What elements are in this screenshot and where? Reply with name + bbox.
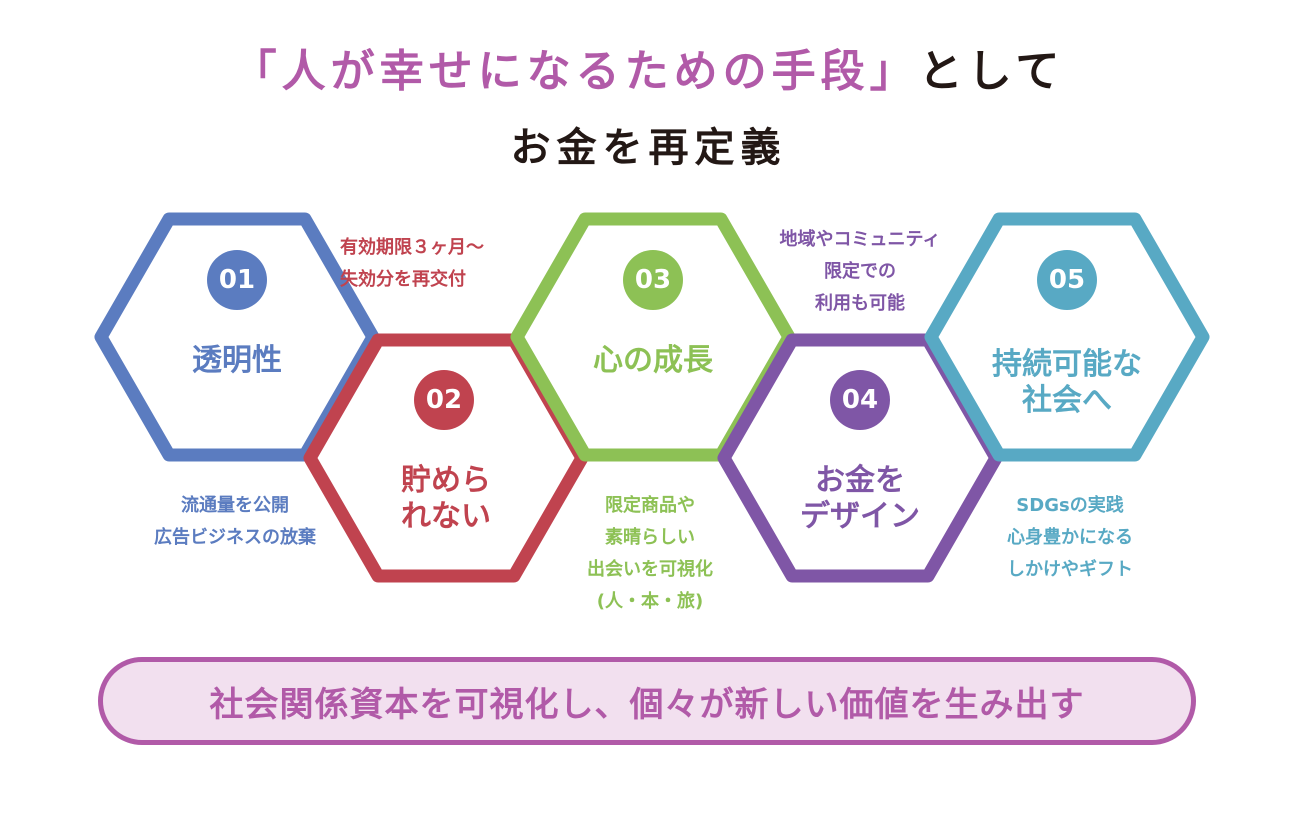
hexagon-04-note-line: 限定での <box>824 261 896 282</box>
hexagon-02-note-line: 有効期限３ヶ月〜 <box>340 237 484 258</box>
hexagon-05-shape <box>924 212 1210 462</box>
hexagon-02-number-badge: 02 <box>414 370 474 430</box>
hexagon-04-note-line: 地域やコミュニティ <box>779 229 941 250</box>
hexagon-03-note: 限定商品や 素晴らしい 出会いを可視化 (人・本・旅) <box>550 490 750 618</box>
hexagon-05-label-line1: 持続可能な <box>992 347 1142 382</box>
hexagon-01-note: 流通量を公開 広告ビジネスの放棄 <box>110 490 360 554</box>
hexagon-04-note: 地域やコミュニティ 限定での 利用も可能 <box>740 224 980 320</box>
hexagon-05-number-badge: 05 <box>1037 250 1097 310</box>
hexagon-04-label-line1: お金を <box>815 463 905 498</box>
hexagon-05-note: SDGsの実践 心身豊かになる しかけやギフト <box>960 490 1180 586</box>
hexagon-03-note-line: 限定商品や <box>605 495 695 516</box>
hexagon-04-number-badge: 04 <box>830 370 890 430</box>
main-title: 「人が幸せになるための手段」として <box>0 42 1297 102</box>
hexagon-03-label-line1: 心の成長 <box>593 343 713 378</box>
hexagon-02-label-line2: れない <box>401 499 491 534</box>
hexagon-03-note-line: (人・本・旅) <box>596 591 704 612</box>
hexagon-02-note: 有効期限３ヶ月〜 失効分を再交付 <box>340 232 540 296</box>
summary-banner-text: 社会関係資本を可視化し、個々が新しい価値を生み出す <box>209 684 1085 725</box>
hexagon-04-note-line: 利用も可能 <box>815 293 905 314</box>
hexagon-03-note-line: 素晴らしい <box>605 527 695 548</box>
hexagon-01-label: 透明性 <box>137 343 337 379</box>
hexagon-01-label-line1: 透明性 <box>192 343 282 378</box>
hexagon-01-number-badge: 01 <box>207 250 267 310</box>
summary-banner: 社会関係資本を可視化し、個々が新しい価値を生み出す <box>98 657 1196 745</box>
hexagon-02-label-line1: 貯めら <box>401 463 491 498</box>
hexagon-05-label-line2: 社会へ <box>1022 383 1112 418</box>
hexagon-02-note-line: 失効分を再交付 <box>340 269 466 290</box>
hexagon-01-note-line: 流通量を公開 <box>181 495 289 516</box>
main-title-accent: 「人が幸せになるための手段」 <box>232 46 919 97</box>
hexagon-01-note-line: 広告ビジネスの放棄 <box>154 527 316 548</box>
main-title-rest: として <box>918 46 1065 97</box>
hexagon-03-label: 心の成長 <box>553 343 753 379</box>
hexagon-05-note-line: 心身豊かになる <box>1007 527 1133 548</box>
hexagon-05-note-line: SDGsの実践 <box>1016 495 1124 516</box>
hexagon-03-note-line: 出会いを可視化 <box>587 559 713 580</box>
hexagon-04-label: お金を デザイン <box>760 463 960 535</box>
hexagon-04-label-line2: デザイン <box>800 499 920 534</box>
hexagon-05-note-line: しかけやギフト <box>1007 559 1133 580</box>
hexagon-03-number-badge: 03 <box>623 250 683 310</box>
subtitle: お金を再定義 <box>510 125 787 171</box>
hexagon-05-label: 持続可能な 社会へ <box>967 347 1167 419</box>
hexagon-02-label: 貯めら れない <box>346 463 546 535</box>
